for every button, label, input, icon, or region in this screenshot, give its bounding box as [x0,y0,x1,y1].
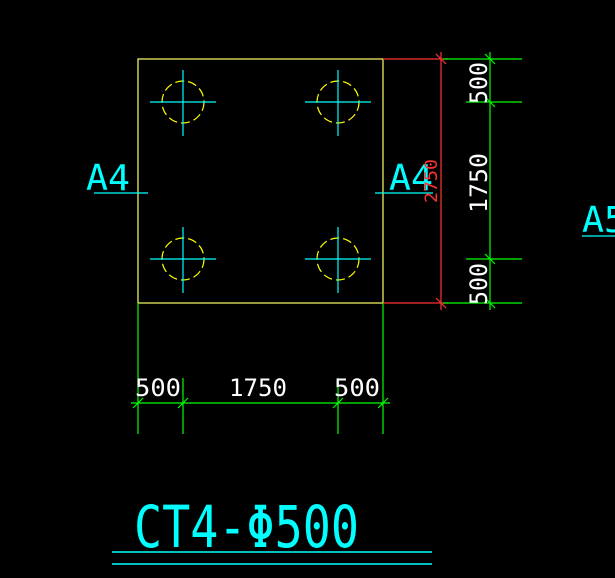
pile-top-left [150,70,216,136]
right-tick-3 [484,253,496,265]
section-mark-right: A4 [375,158,433,199]
bottom-dimension-text-1: 500 [135,374,181,402]
bottom-dimension-chain [131,303,390,434]
right-dimension-chain [443,52,522,310]
right-tick-4 [484,297,496,309]
bottom-tick-1 [132,397,144,409]
right-tick-2 [484,96,496,108]
bottom-tick-2 [177,397,189,409]
right-dimension-text-2: 1750 [465,153,493,213]
overall-dimension-text: 2750 [422,159,442,203]
bottom-tick-3 [332,397,344,409]
bottom-dimension-text-2: 1750 [229,374,287,402]
section-label-right: A4 [389,158,433,199]
overall-tick-bottom [435,297,447,309]
right-dimension-text-1: 500 [465,62,493,104]
overall-tick-top [435,53,447,65]
pile-top-right [305,70,371,136]
pile-bottom-left [150,227,216,293]
bottom-tick-4 [377,397,389,409]
right-dimension-text-3: 500 [465,263,493,305]
bottom-dimension-text-3: 500 [334,374,380,402]
overall-dimension: 2750 [383,52,448,310]
section-label-left: A4 [86,158,130,199]
section-mark-left: A4 [86,158,148,199]
pile-bottom-right [305,227,371,293]
section-label-far-right: A5 [582,200,615,241]
right-tick-1 [484,53,496,65]
drawing-title: CT4-Φ500 [134,493,359,561]
pile-cap-outline [137,58,384,304]
